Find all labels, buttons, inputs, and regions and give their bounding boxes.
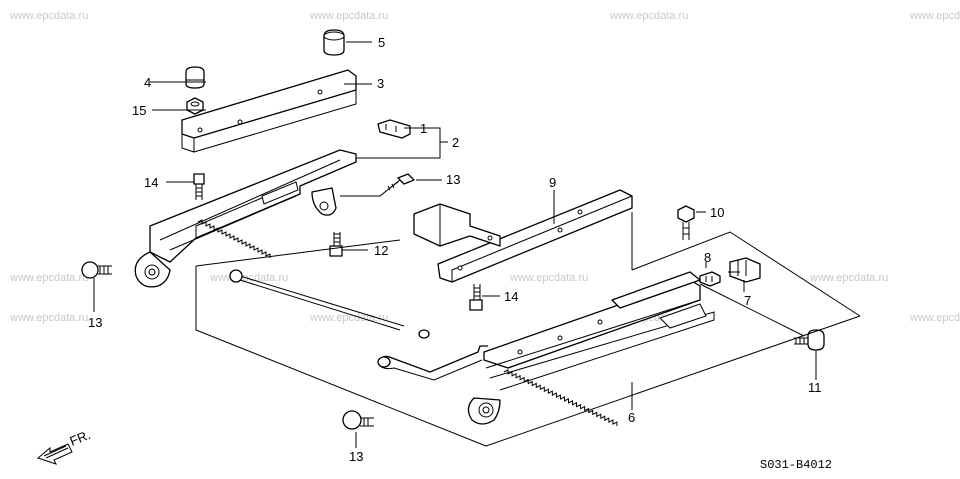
- callout-6: 6: [628, 410, 635, 425]
- callout-4: 4: [144, 75, 151, 90]
- upper-rail-cover-3[interactable]: [181, 69, 357, 153]
- callout-12: 12: [374, 243, 388, 258]
- callout-2: 2: [452, 135, 459, 150]
- front-direction-label: FR.: [68, 427, 93, 449]
- cap-5[interactable]: [323, 29, 345, 56]
- front-direction-arrow-icon: [36, 443, 73, 465]
- release-rod[interactable]: [229, 269, 488, 381]
- bolt-11[interactable]: [794, 329, 825, 351]
- leader-lines: [93, 41, 817, 448]
- clip-8[interactable]: [699, 271, 721, 287]
- diagram-code: S031-B4012: [760, 458, 832, 472]
- callout-13-upper: 13: [446, 172, 460, 187]
- callout-14-upper: 14: [144, 175, 158, 190]
- bolt-12[interactable]: [329, 232, 343, 257]
- callout-8: 8: [704, 250, 711, 265]
- bolt-13-lower[interactable]: [342, 410, 374, 430]
- watermark-text: www.epcdata.ru: [10, 10, 89, 22]
- watermark-text: www.epcdata.ru: [610, 10, 689, 22]
- callout-9: 9: [549, 175, 556, 190]
- callout-1: 1: [420, 121, 427, 136]
- callout-13-lower: 13: [349, 449, 363, 464]
- nut-15[interactable]: [186, 97, 204, 115]
- watermark-text: www.epcdata.ru: [910, 10, 960, 22]
- callout-13-left: 13: [88, 315, 102, 330]
- watermark-text: www.epcdata.ru: [10, 312, 89, 324]
- clip-1[interactable]: [377, 119, 411, 139]
- left-seat-track-2[interactable]: [134, 149, 357, 288]
- watermark-text: www.epcdata.ru: [810, 272, 889, 284]
- seat-track-frame-9[interactable]: [413, 189, 633, 283]
- callout-11: 11: [808, 380, 822, 395]
- watermark-text: www.epcdata.ru: [510, 272, 589, 284]
- bolt-13-left[interactable]: [81, 261, 112, 279]
- clip-7[interactable]: [729, 257, 761, 283]
- callout-3: 3: [377, 76, 384, 91]
- callout-15: 15: [132, 103, 146, 118]
- watermark-text: www.epcdata.ru: [310, 10, 389, 22]
- bolt-10[interactable]: [677, 205, 695, 240]
- callout-14-lower: 14: [504, 289, 518, 304]
- right-seat-track-6[interactable]: [467, 271, 715, 428]
- watermark-text: www.epcdata.ru: [910, 312, 960, 324]
- callout-10: 10: [710, 205, 724, 220]
- watermark-text: www.epcdata.ru: [10, 272, 89, 284]
- bolt-13-upper[interactable]: [340, 173, 415, 197]
- callout-5: 5: [378, 35, 385, 50]
- bolt-14-upper[interactable]: [193, 173, 205, 200]
- cap-nut-4[interactable]: [185, 66, 205, 89]
- bolt-14-lower[interactable]: [469, 284, 483, 311]
- callout-7: 7: [744, 293, 751, 308]
